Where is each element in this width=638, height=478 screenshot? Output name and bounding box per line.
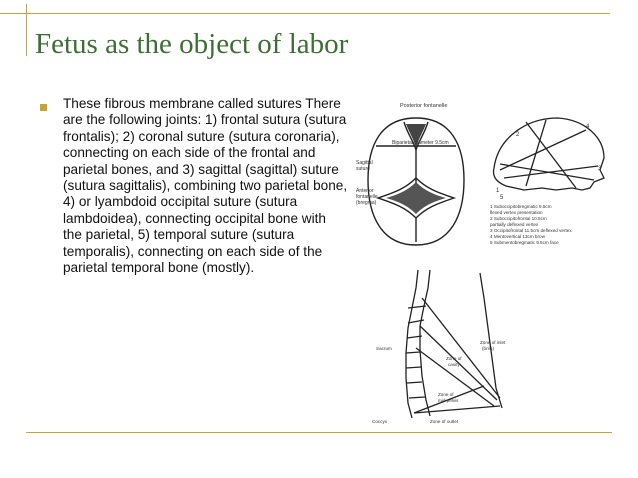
legend-line: partially deflexed vertex <box>490 222 539 227</box>
anterior-label-line1: Anterior <box>356 188 374 194</box>
top-rule <box>0 13 610 14</box>
biparietal-label: Biparietal diameter 9.5cm <box>392 140 449 146</box>
legend-line: 5 Submentobregmatic 9.5cm face <box>490 240 559 245</box>
bottom-rule <box>26 432 612 433</box>
side-number-5: 5 <box>500 195 504 201</box>
legend-line: flexed vertex presentation <box>490 210 543 215</box>
side-number-3: 3 <box>598 166 602 172</box>
outlet-label: Zone of outlet <box>430 419 459 424</box>
cavity-label-line1: Zone of <box>446 356 462 361</box>
pelvis-zones-figure: Zone of inlet (brim) Sacrum Zone of cavi… <box>372 269 506 424</box>
anterior-label-line2: fontanelle <box>356 194 378 200</box>
side-number-4: 4 <box>586 124 590 130</box>
inlet-label-line2: (brim) <box>482 346 494 351</box>
bullet-text: These fibrous membrane called sutures Th… <box>63 96 348 276</box>
legend-line: 1 Suboccipitobregmatic 9.5cm <box>490 204 552 209</box>
cavity-label-line2: cavity <box>448 362 460 367</box>
sacrum-label: Sacrum <box>376 346 392 351</box>
title-accent-rule <box>26 4 27 56</box>
inlet-label-line1: Zone of inlet <box>480 340 506 345</box>
skull-top-view-figure: Posterior fontanelle Biparietal diameter… <box>356 103 465 246</box>
midpelvis-label-line2: mid pelvis <box>438 398 459 403</box>
bullet-square <box>40 104 47 111</box>
side-number-1: 1 <box>496 188 500 194</box>
midpelvis-label-line1: Zone of <box>438 392 454 397</box>
skull-side-view-figure: 2 4 3 1 5 1 Suboccipitobregmatic 9.5cm f… <box>490 117 605 245</box>
coccyx-label: Coccyx <box>372 419 388 424</box>
legend-line: 4 Mentovertical 13cm brow <box>490 234 546 239</box>
posterior-fontanelle-label: Posterior fontanelle <box>400 103 447 109</box>
sagittal-label-line1: Sagittal <box>356 160 373 166</box>
legend-line: 3 Occipitofrontal 11.5cm deflexed vertex <box>490 228 572 233</box>
anterior-label-line3: (bregma) <box>356 200 377 206</box>
slide-title: Fetus as the object of labor <box>35 28 349 60</box>
side-number-2: 2 <box>516 132 520 138</box>
legend-line: 2 Suboccipitofrontal 10.5cm <box>490 216 547 221</box>
sagittal-label-line2: suture <box>356 166 370 172</box>
